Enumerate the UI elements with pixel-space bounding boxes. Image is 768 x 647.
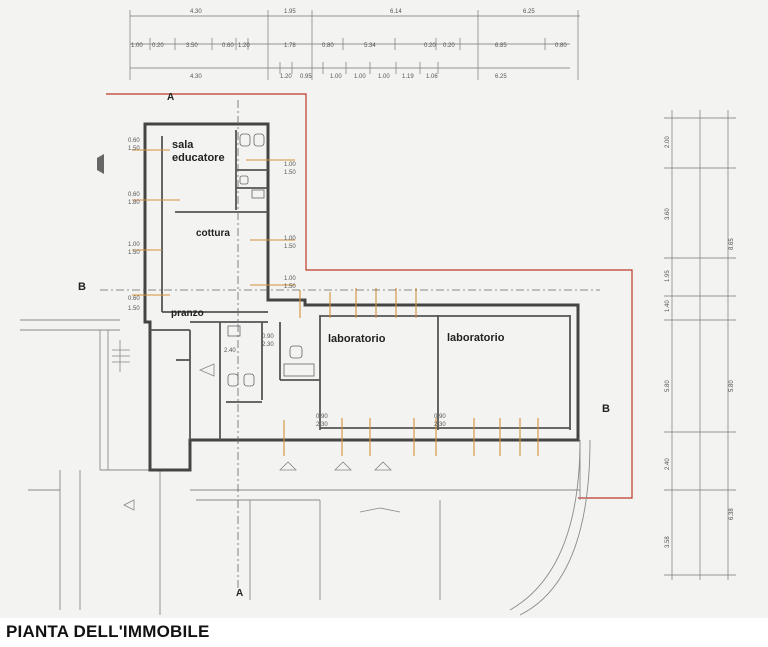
svg-text:1.20: 1.20 [280,74,292,80]
svg-text:0.60: 0.60 [128,192,140,198]
svg-text:1.00: 1.00 [128,242,140,248]
svg-text:6.25: 6.25 [495,74,507,80]
sanitary-fixtures [227,133,315,387]
section-mark-b-left: B [78,281,86,293]
interior-walls [150,130,571,440]
svg-text:0.20: 0.20 [443,43,455,49]
svg-text:1.19: 1.19 [402,74,414,80]
svg-text:1.50: 1.50 [284,170,296,176]
svg-text:6.85: 6.85 [495,43,507,49]
entry-marker [97,154,104,174]
svg-text:2.40: 2.40 [224,348,236,354]
section-lines [100,100,600,595]
step-marks [112,340,401,513]
svg-text:1.40: 1.40 [665,300,671,312]
svg-text:1.00: 1.00 [330,74,342,80]
svg-text:2.30: 2.30 [262,342,274,348]
room-labels: sala educatore cottura pranzo laboratori… [171,139,505,345]
top-dimension-lines [129,10,580,80]
floor-plan: 4.30 1.95 6.14 6.25 1.00 0.20 3.50 0.60 … [0,0,768,618]
room-label-sala: sala [172,139,194,151]
svg-text:0.60: 0.60 [222,43,234,49]
svg-text:6.38: 6.38 [729,508,735,520]
svg-text:0.80: 0.80 [555,43,567,49]
svg-text:2.40: 2.40 [665,458,671,470]
svg-text:1.00: 1.00 [284,236,296,242]
svg-text:0.60: 0.60 [128,138,140,144]
svg-text:6.25: 6.25 [523,9,535,15]
svg-text:3.58: 3.58 [665,536,671,548]
svg-text:1.50: 1.50 [128,250,140,256]
svg-text:1.95: 1.95 [665,270,671,282]
svg-text:1.50: 1.50 [128,306,140,312]
room-label-educatore: educatore [172,152,225,164]
section-mark-a-bottom: A [236,588,243,599]
svg-text:0.20: 0.20 [424,43,436,49]
svg-text:1.50: 1.50 [284,284,296,290]
svg-text:1.50: 1.50 [284,244,296,250]
section-markers: A A B B [78,92,610,599]
property-boundary [106,93,633,499]
svg-text:2.30: 2.30 [316,422,328,428]
right-dimension-lines [664,110,736,580]
svg-text:1.00: 1.00 [354,74,366,80]
svg-text:1.00: 1.00 [284,162,296,168]
room-label-cottura: cottura [196,228,230,239]
svg-text:1.80: 1.80 [128,200,140,206]
room-label-laboratorio-2: laboratorio [447,332,505,344]
paper-background [0,0,768,618]
section-mark-a-top: A [167,92,174,103]
top-dimension-text: 4.30 1.95 6.14 6.25 1.00 0.20 3.50 0.60 … [131,9,567,80]
svg-text:1.06: 1.06 [426,74,438,80]
svg-text:1.00: 1.00 [378,74,390,80]
svg-text:0.90: 0.90 [262,334,274,340]
svg-text:0.90: 0.90 [434,414,446,420]
svg-text:1.00: 1.00 [131,43,143,49]
site-lines [20,319,591,616]
svg-text:0.80: 0.80 [322,43,334,49]
svg-text:5.80: 5.80 [665,380,671,392]
building-walls [143,122,580,472]
svg-text:8.65: 8.65 [729,238,735,250]
room-label-laboratorio-1: laboratorio [328,333,386,345]
svg-text:4.30: 4.30 [190,74,202,80]
svg-text:0.20: 0.20 [152,43,164,49]
svg-text:1.00: 1.00 [284,276,296,282]
room-label-pranzo: pranzo [171,308,204,319]
svg-text:5.34: 5.34 [364,43,376,49]
svg-text:0.90: 0.90 [316,414,328,420]
section-mark-b-right: B [602,403,610,415]
svg-text:2.30: 2.30 [434,422,446,428]
svg-text:5.80: 5.80 [729,380,735,392]
plan-caption: PIANTA DELL'IMMOBILE [6,622,210,641]
svg-text:0.95: 0.95 [300,74,312,80]
svg-text:1.95: 1.95 [284,9,296,15]
window-markers [132,149,539,456]
svg-text:1.78: 1.78 [284,43,296,49]
svg-text:1.50: 1.50 [128,146,140,152]
svg-text:0.60: 0.60 [128,296,140,302]
window-values: 0.60 1.50 0.60 1.80 1.00 1.50 0.60 1.50 … [128,138,446,428]
svg-text:4.30: 4.30 [190,9,202,15]
svg-text:3.60: 3.60 [665,208,671,220]
right-dimension-text: 2.00 3.60 1.95 1.40 5.80 2.40 3.58 8.65 … [665,136,735,548]
svg-text:6.14: 6.14 [390,9,402,15]
svg-text:3.50: 3.50 [186,43,198,49]
svg-text:2.00: 2.00 [665,136,671,148]
svg-text:1.20: 1.20 [238,43,250,49]
